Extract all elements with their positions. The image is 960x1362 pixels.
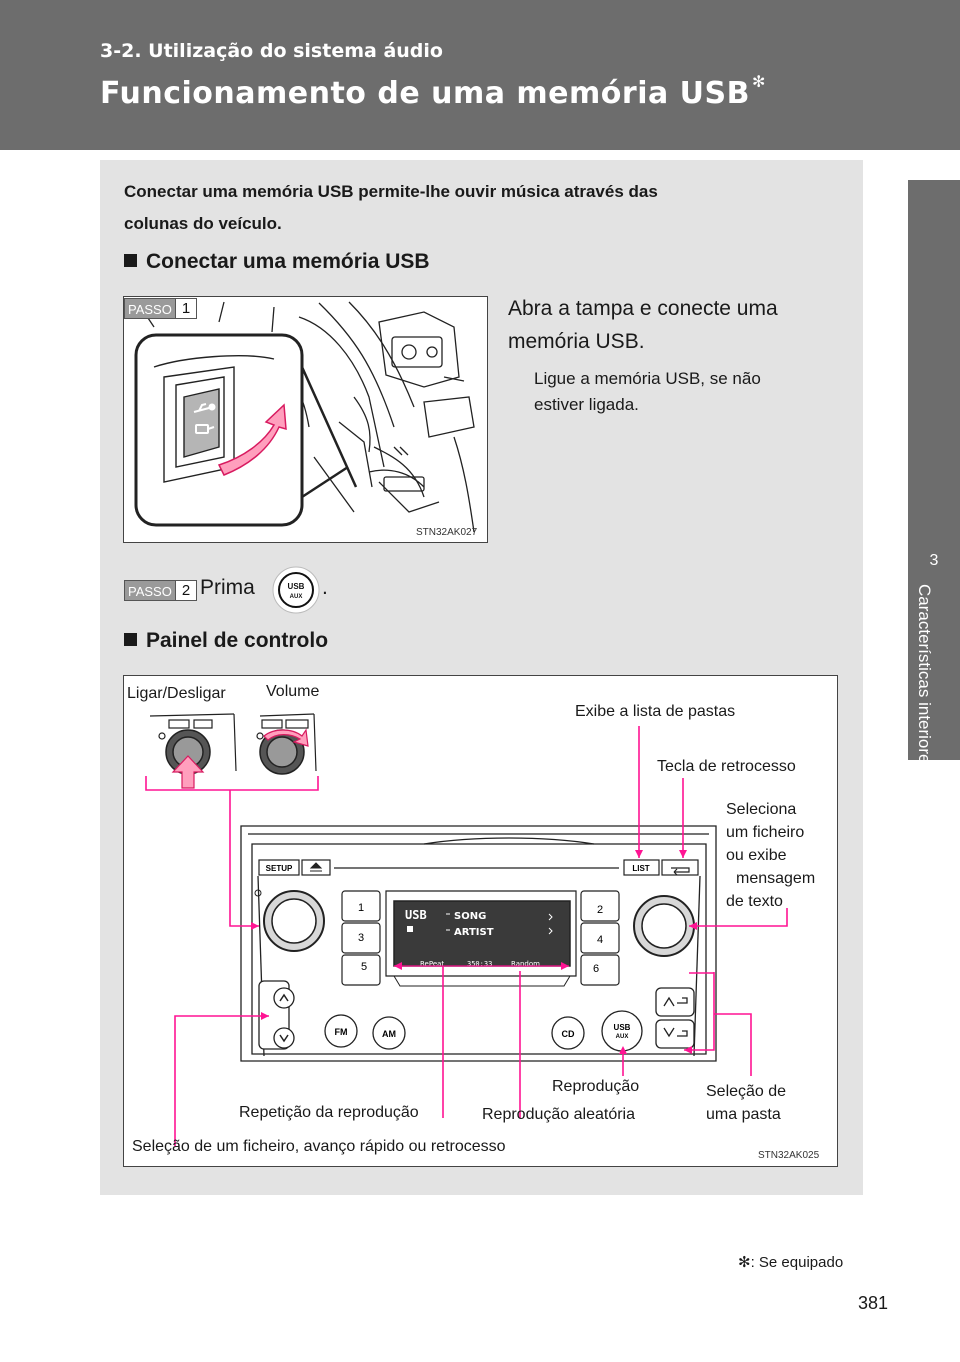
svg-text:350:33: 350:33 bbox=[467, 960, 492, 968]
svg-text:RePeat: RePeat bbox=[420, 960, 444, 968]
svg-text:SETUP: SETUP bbox=[266, 864, 293, 873]
step-2-period: . bbox=[322, 576, 328, 599]
square-bullet-icon bbox=[124, 254, 137, 267]
usb-aux-button-icon: USB AUX bbox=[272, 566, 320, 614]
svg-text:AUX: AUX bbox=[290, 594, 303, 600]
section-title: 3-2. Utilização do sistema áudio bbox=[100, 40, 443, 62]
heading-connect: Conectar uma memória USB bbox=[124, 250, 430, 274]
svg-text:AM: AM bbox=[382, 1029, 396, 1039]
svg-text:Random: Random bbox=[511, 960, 540, 968]
svg-text:3: 3 bbox=[358, 932, 364, 944]
svg-text:4: 4 bbox=[597, 934, 603, 946]
svg-text:USB: USB bbox=[405, 908, 427, 922]
heading-panel: Painel de controlo bbox=[124, 629, 328, 653]
step-1-instruction: Abra a tampa e conecte uma memória USB. bbox=[508, 297, 778, 353]
svg-text:CD: CD bbox=[562, 1029, 575, 1039]
page-title: Funcionamento de uma memória USB✻ bbox=[100, 72, 766, 111]
label-folder-list: Exibe a lista de pastas bbox=[575, 703, 736, 720]
svg-text:1: 1 bbox=[358, 902, 364, 914]
step-2-instruction: Prima bbox=[200, 576, 255, 599]
svg-text:LIST: LIST bbox=[632, 864, 649, 873]
footnote: ✻: Se equipado bbox=[738, 1254, 844, 1271]
svg-text:2: 2 bbox=[597, 904, 603, 916]
chapter-tab bbox=[908, 180, 960, 760]
label-select-file: Seleciona um ficheiro ou exibe mensagem … bbox=[726, 801, 816, 910]
intro-text: Conectar uma memória USB permite-lhe ouv… bbox=[124, 182, 658, 233]
label-file-select: Seleção de um ficheiro, avanço rápido ou… bbox=[132, 1138, 506, 1155]
usb-port-illustration: STN32AK027 bbox=[134, 301, 478, 538]
label-back-key: Tecla de retrocesso bbox=[657, 758, 796, 775]
label-repeat: Repetição da reprodução bbox=[239, 1104, 419, 1121]
figure-code-2: STN32AK025 bbox=[758, 1150, 820, 1161]
radio-panel-illustration: SETUP LIST 1 2 3 4 5 6 USB SONG ARTIST R… bbox=[145, 713, 788, 1146]
label-folder-select: Seleção de uma pasta bbox=[706, 1083, 787, 1123]
optional-equipment-mark: ✻ bbox=[738, 1254, 751, 1271]
svg-text:SONG: SONG bbox=[454, 911, 486, 922]
label-play: Reprodução bbox=[552, 1078, 640, 1095]
chapter-name: Características interiores bbox=[915, 584, 934, 773]
label-volume: Volume bbox=[266, 683, 320, 700]
svg-text:FM: FM bbox=[335, 1027, 348, 1037]
svg-text:AUX: AUX bbox=[616, 1034, 629, 1040]
control-panel-figure: SETUP LIST 1 2 3 4 5 6 USB SONG ARTIST R… bbox=[123, 675, 838, 1167]
square-bullet-icon bbox=[124, 633, 137, 646]
page-number: 381 bbox=[858, 1293, 889, 1313]
figure-code-1: STN32AK027 bbox=[416, 527, 478, 538]
header-bar bbox=[0, 0, 960, 150]
step-1-note: Ligue a memória USB, se não estiver liga… bbox=[534, 369, 761, 414]
svg-text:ARTIST: ARTIST bbox=[454, 927, 494, 938]
label-power: Ligar/Desligar bbox=[127, 685, 226, 702]
chapter-number: 3 bbox=[929, 552, 939, 569]
svg-text:USB: USB bbox=[288, 582, 305, 591]
label-random: Reprodução aleatória bbox=[482, 1106, 635, 1123]
svg-text:6: 6 bbox=[593, 963, 599, 975]
usb-port-figure: STN32AK027 bbox=[123, 296, 488, 543]
svg-text:5: 5 bbox=[361, 961, 367, 973]
optional-equipment-mark: ✻ bbox=[752, 72, 766, 91]
svg-text:USB: USB bbox=[614, 1023, 631, 1032]
